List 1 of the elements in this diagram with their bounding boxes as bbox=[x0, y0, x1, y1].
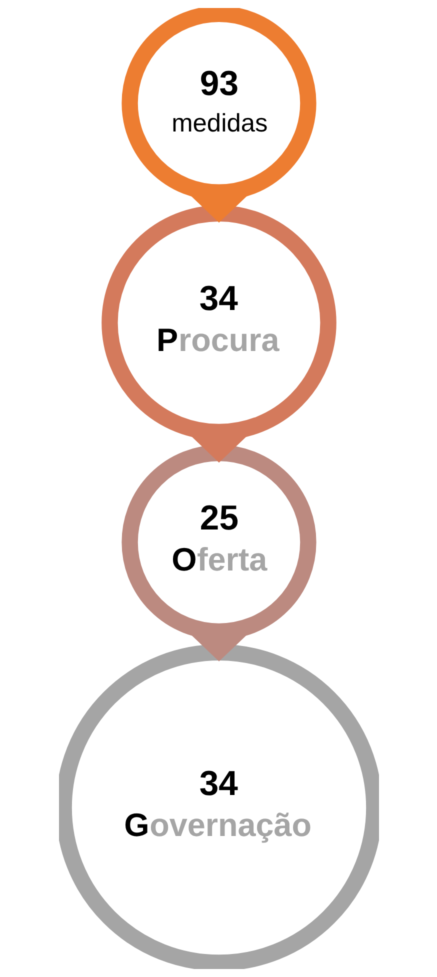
node-circle: 34 Governação bbox=[58, 644, 378, 969]
